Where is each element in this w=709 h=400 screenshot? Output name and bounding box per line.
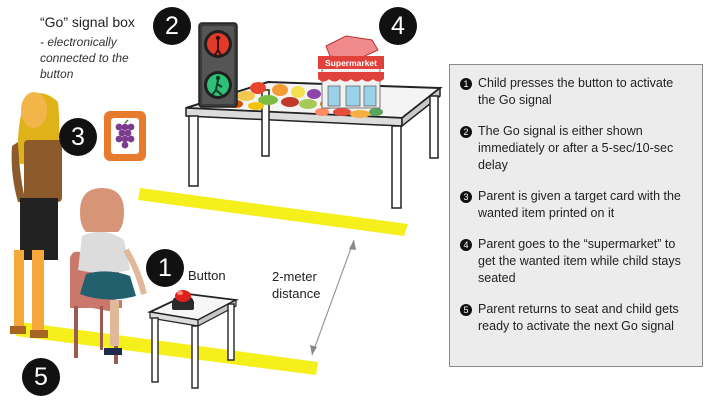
badge-1: 1 bbox=[146, 249, 184, 287]
button-label: Button bbox=[188, 268, 226, 283]
step-number: 5 bbox=[460, 304, 472, 316]
child-on-chair bbox=[70, 188, 147, 364]
step-item: 4 Parent goes to the “supermarket” to ge… bbox=[460, 236, 692, 287]
step-number: 1 bbox=[460, 78, 472, 90]
distance-arrow bbox=[310, 239, 356, 356]
near-tape-line bbox=[16, 322, 318, 375]
step-item: 2 The Go signal is either shown immediat… bbox=[460, 123, 692, 174]
target-card bbox=[104, 111, 146, 161]
step-text: Parent goes to the “supermarket” to get … bbox=[478, 237, 681, 285]
supermarket-sign: Supermarket bbox=[325, 58, 377, 68]
parent-figure bbox=[10, 92, 62, 338]
distance-label: 2-meter distance bbox=[272, 269, 321, 301]
far-tape-line bbox=[138, 188, 408, 236]
step-number: 4 bbox=[460, 239, 472, 251]
step-text: Child presses the button to activate the… bbox=[478, 76, 674, 107]
step-item: 3 Parent is given a target card with the… bbox=[460, 188, 692, 222]
supermarket-building: Supermarket bbox=[318, 35, 384, 109]
badge-5: 5 bbox=[22, 358, 60, 396]
step-number: 3 bbox=[460, 191, 472, 203]
step-item: 5 Parent returns to seat and child gets … bbox=[460, 301, 692, 335]
badge-4: 4 bbox=[379, 7, 417, 45]
signal-box-subtitle: - electronically connected to the button bbox=[40, 35, 129, 81]
grapes-icon bbox=[115, 123, 135, 149]
go-signal-box bbox=[198, 22, 238, 108]
step-number: 2 bbox=[460, 126, 472, 138]
step-text: The Go signal is either shown immediatel… bbox=[478, 124, 674, 172]
steps-panel: 1 Child presses the button to activate t… bbox=[449, 64, 703, 367]
step-text: Parent is given a target card with the w… bbox=[478, 189, 681, 220]
badge-3: 3 bbox=[59, 118, 97, 156]
produce-items bbox=[229, 82, 383, 118]
signal-box-title: “Go” signal box bbox=[40, 14, 135, 30]
step-text: Parent returns to seat and child gets re… bbox=[478, 302, 679, 333]
badge-2: 2 bbox=[153, 7, 191, 45]
go-button bbox=[172, 290, 194, 310]
step-item: 1 Child presses the button to activate t… bbox=[460, 75, 692, 109]
